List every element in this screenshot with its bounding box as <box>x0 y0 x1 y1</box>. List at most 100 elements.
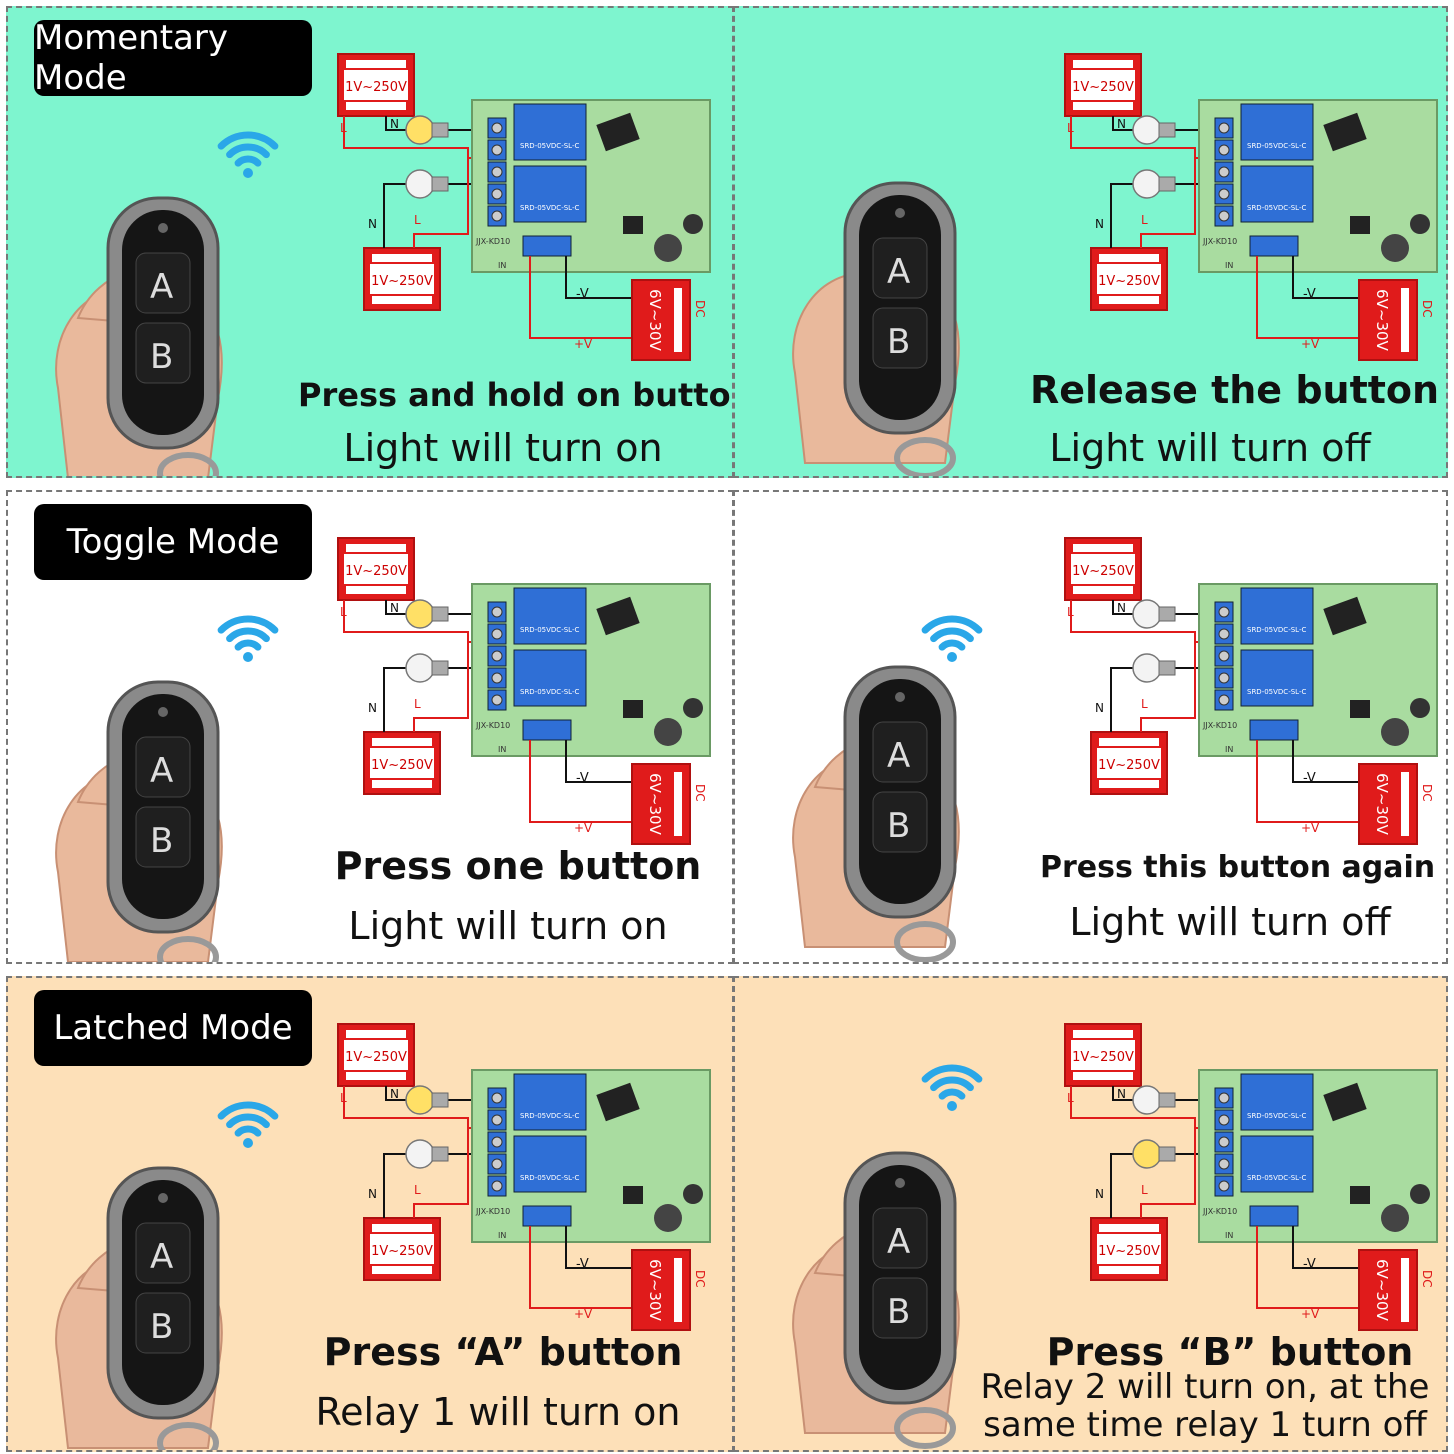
panel-headline: Press and hold on button <box>298 376 734 414</box>
light-bulb-icon <box>1132 653 1176 683</box>
light-bulb-icon <box>405 169 449 199</box>
relay-1-label: SRD-05VDC-SL-C <box>1247 626 1306 634</box>
voltage-label: 1V~250V <box>1072 564 1134 579</box>
dc-power-supply: 6V~30V <box>631 763 691 845</box>
relay-2-label: SRD-05VDC-SL-C <box>520 688 579 696</box>
hand-with-remote: AB <box>55 196 223 476</box>
dc-label: DC <box>693 784 707 802</box>
light-bulb-icon <box>1132 1139 1176 1169</box>
panel-subline: Light will turn off <box>1049 426 1371 470</box>
board-in-label: IN <box>1225 261 1233 270</box>
remote-control-icon: AB <box>843 181 957 476</box>
ac-power-supply-bottom: 1V~250V <box>1090 731 1168 795</box>
voltage-label: 6V~30V <box>646 1259 664 1321</box>
neg-label: -V <box>1303 287 1316 302</box>
board-in-label: IN <box>498 745 506 754</box>
board-label: JJX-KD10 <box>475 721 510 730</box>
voltage-label: 1V~250V <box>1072 80 1134 95</box>
panel-headline: Press “B” button <box>1046 1330 1414 1374</box>
pos-label: +V <box>574 821 593 835</box>
live-label-bottom: L <box>1141 1183 1148 1197</box>
dc-label: DC <box>1420 300 1434 318</box>
neg-label: -V <box>1303 771 1316 786</box>
ac-power-supply-top: 1V~250V <box>337 1023 415 1087</box>
dc-power-supply: 6V~30V <box>1358 1249 1418 1331</box>
ac-power-supply-bottom: 1V~250V <box>1090 247 1168 311</box>
remote-key-b: B <box>887 322 910 362</box>
relay-2-label: SRD-05VDC-SL-C <box>520 204 579 212</box>
remote-key-a: A <box>150 1237 173 1277</box>
remote-key-b: B <box>150 337 173 377</box>
remote-key-a: A <box>887 252 910 292</box>
board-in-label: IN <box>498 261 506 270</box>
board-label: JJX-KD10 <box>475 1207 510 1216</box>
neutral-label-bottom: N <box>1095 701 1104 715</box>
voltage-label: 1V~250V <box>345 1050 407 1065</box>
voltage-label: 1V~250V <box>345 80 407 95</box>
board-label: JJX-KD10 <box>1202 237 1237 246</box>
voltage-label: 6V~30V <box>1373 773 1391 835</box>
remote-key-b: B <box>150 1307 173 1347</box>
neg-label: -V <box>1303 1257 1316 1272</box>
live-label-top: L <box>1067 605 1074 619</box>
dc-power-supply: 6V~30V <box>1358 279 1418 361</box>
live-label-bottom: L <box>414 1183 421 1197</box>
neutral-label-bottom: N <box>368 217 377 231</box>
ac-power-supply-top: 1V~250V <box>337 53 415 117</box>
mode-badge: Momentary Mode <box>34 18 312 98</box>
relay-1-label: SRD-05VDC-SL-C <box>1247 1112 1306 1120</box>
voltage-label: 1V~250V <box>371 274 433 289</box>
remote-key-a: A <box>887 736 910 776</box>
remote-key-b: B <box>887 1292 910 1332</box>
ac-power-supply-bottom: 1V~250V <box>363 247 441 311</box>
live-label-bottom: L <box>414 697 421 711</box>
light-bulb-icon <box>1132 1085 1176 1115</box>
neutral-label-bottom: N <box>368 1187 377 1201</box>
dc-label: DC <box>693 300 707 318</box>
hand-with-remote: AB <box>55 680 223 962</box>
relay-1-label: SRD-05VDC-SL-C <box>1247 142 1306 150</box>
light-bulb-icon <box>1132 599 1176 629</box>
neg-label: -V <box>576 771 589 786</box>
voltage-label: 6V~30V <box>1373 289 1391 351</box>
neutral-label-top: N <box>390 1087 399 1101</box>
pos-label: +V <box>1301 337 1320 351</box>
remote-key-a: A <box>887 1222 910 1262</box>
pos-label: +V <box>574 337 593 351</box>
relay-1-label: SRD-05VDC-SL-C <box>520 1112 579 1120</box>
relay-2-label: SRD-05VDC-SL-C <box>1247 204 1306 212</box>
light-bulb-icon <box>405 1085 449 1115</box>
board-label: JJX-KD10 <box>1202 1207 1237 1216</box>
board-label: JJX-KD10 <box>1202 721 1237 730</box>
voltage-label: 1V~250V <box>371 758 433 773</box>
live-label-top: L <box>340 121 347 135</box>
ac-power-supply-bottom: 1V~250V <box>363 731 441 795</box>
ac-power-supply-top: 1V~250V <box>1064 537 1142 601</box>
wifi-signal-icon <box>217 615 279 662</box>
remote-key-b: B <box>150 821 173 861</box>
voltage-label: 1V~250V <box>1098 758 1160 773</box>
light-bulb-icon <box>405 115 449 145</box>
panel-subline: Relay 1 will turn on <box>315 1390 681 1434</box>
voltage-label: 1V~250V <box>371 1244 433 1259</box>
ac-power-supply-top: 1V~250V <box>337 537 415 601</box>
panel-headline: Press “A” button <box>323 1330 683 1374</box>
relay-2-label: SRD-05VDC-SL-C <box>1247 1174 1306 1182</box>
ac-power-supply-bottom: 1V~250V <box>363 1217 441 1281</box>
live-label-top: L <box>340 605 347 619</box>
wifi-signal-icon <box>217 1101 279 1148</box>
live-label-top: L <box>1067 121 1074 135</box>
light-bulb-icon <box>405 599 449 629</box>
relay-1-label: SRD-05VDC-SL-C <box>520 626 579 634</box>
dc-power-supply: 6V~30V <box>631 1249 691 1331</box>
